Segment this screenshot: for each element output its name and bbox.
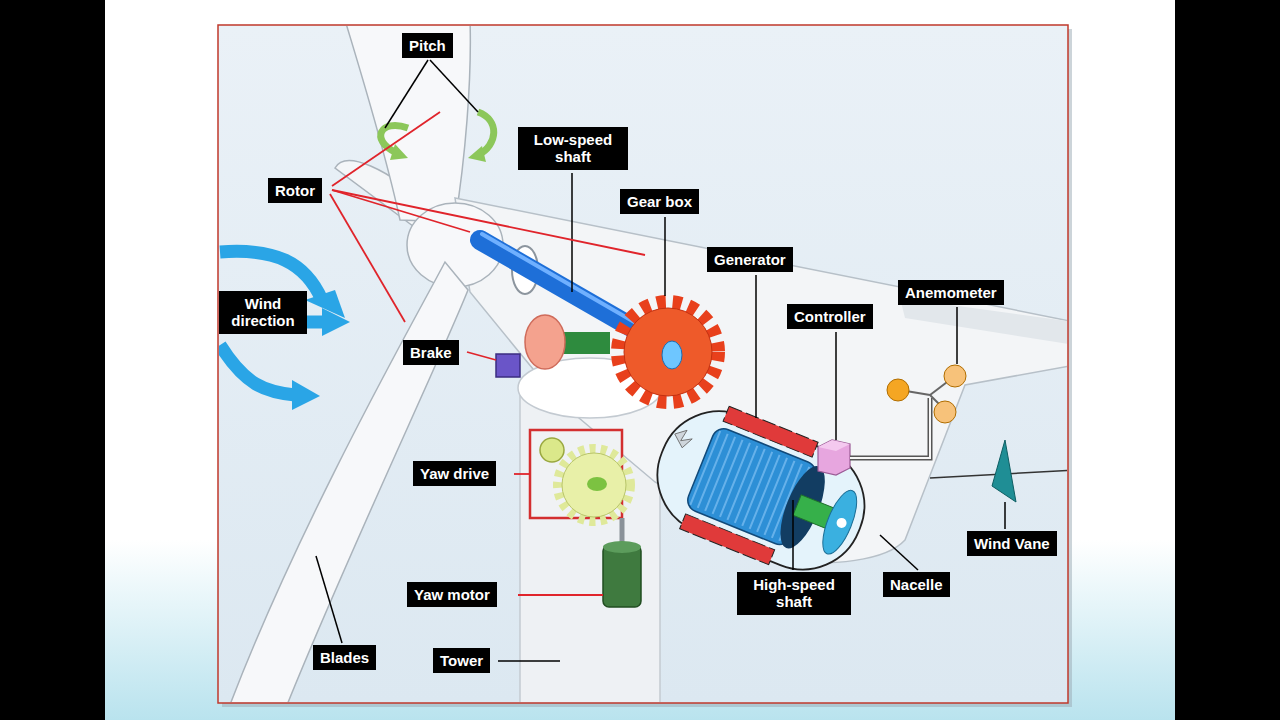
part-label: Blades [313,645,376,670]
part-label: Generator [707,247,793,272]
low-speed-shaft [480,240,640,332]
brake-caliper [496,354,520,377]
generator [638,389,884,591]
shaft-highlight [482,234,636,323]
part-label: Tower [433,648,490,673]
nacelle-housing [455,198,1067,563]
part-label: Low-speed shaft [518,127,628,170]
pitch-arrowhead [468,146,486,162]
part-label: Wind direction [219,291,307,334]
blade [345,26,470,222]
leader-line [430,60,478,112]
leader-line [880,535,918,570]
controller-top [818,440,850,451]
generator-end-cap [816,486,864,558]
leader-line [316,556,342,643]
leader-line [332,190,645,255]
brake-disc [525,315,565,369]
part-label: Brake [403,340,459,365]
pitch-arrowhead [390,144,408,160]
anemometer-cup [887,379,909,401]
leader-line [956,307,958,364]
part-label: Yaw drive [413,461,496,486]
leader-line [514,473,530,475]
yaw-gear-hub [587,477,607,491]
leader-line [755,275,757,418]
coupling [671,427,694,450]
generator-housing [639,393,882,587]
wind-arrowhead [292,380,320,410]
yaw-motor [603,545,641,607]
part-label: Gear box [620,189,699,214]
leader-line [835,332,837,440]
red-leader-lines [330,112,645,595]
yaw-gear [562,453,626,517]
gear-teeth [618,302,718,402]
end-cap-hole [835,516,848,529]
turbine-drawing [220,26,1067,702]
wind-arrow [220,345,295,395]
leader-line [792,500,794,570]
leader-line [571,173,573,292]
sensor-mast-core [850,398,930,458]
sensor-mast [850,398,930,458]
yaw-pinion [540,438,564,462]
leader-line [498,660,560,662]
part-label: High-speed shaft [737,572,851,615]
part-label: Controller [787,304,873,329]
part-label: Yaw motor [407,582,497,607]
leader-line [467,352,496,360]
yaw-gear-teeth [558,449,630,521]
leader-line [1004,502,1006,529]
rotor-windings [704,468,799,506]
leader-line [332,190,470,232]
gear-hub [662,341,682,369]
leader-line [332,112,440,186]
wind-vane [992,440,1016,502]
yaw-motor-top [603,541,641,553]
anemometer-cup [944,365,966,387]
gear-box [624,308,712,396]
part-label: Pitch [402,33,453,58]
part-label: Rotor [268,178,322,203]
controller-box [818,440,850,475]
leader-lines [316,60,1005,661]
part-label: Nacelle [883,572,950,597]
part-label: Wind Vane [967,531,1057,556]
anemometer-cup [934,401,956,423]
wind-arrowhead [322,308,350,336]
slide-background [105,0,1175,720]
leader-line [330,194,405,322]
leader-line [385,60,428,128]
part-label: Anemometer [898,280,1004,305]
leader-line [518,594,603,596]
leader-line [664,217,666,296]
